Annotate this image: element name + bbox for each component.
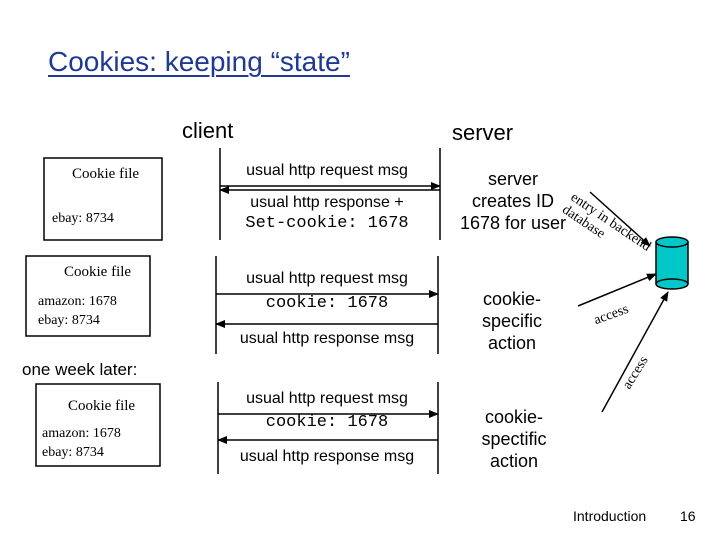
cookie-file-2-title: Cookie file <box>64 264 132 280</box>
one-week-later-label: one week later: <box>22 360 138 379</box>
cookie-file-1-line-1: ebay: 8734 <box>52 211 114 226</box>
cookie-file-2-line-1: amazon: 1678 <box>38 294 117 309</box>
slide-title: Cookies: keeping “state” <box>48 46 350 77</box>
cookie-file-1-title: Cookie file <box>72 166 140 182</box>
client-header: client <box>182 118 234 143</box>
cookie-file-2-line-2: ebay: 8734 <box>38 313 100 328</box>
cookie-specific-action-2: cookie- spectific action <box>466 406 562 472</box>
msg-request-1: usual http request msg <box>246 162 408 179</box>
server-header: server <box>452 120 514 145</box>
action-2-line-1: cookie- <box>484 407 544 427</box>
action-1-line-2: specific <box>481 311 543 331</box>
action-1-line-3: action <box>487 333 537 353</box>
server-creates-id-note: server creates ID 1678 for user <box>448 168 578 234</box>
footer-page-number: 16 <box>680 508 696 524</box>
footer-section: Introduction <box>573 508 647 524</box>
msg-response-3: usual http response msg <box>239 448 415 465</box>
cookie-file-3-title: Cookie file <box>68 398 136 414</box>
server-creates-id-line-1: server <box>487 169 538 189</box>
action-1-line-1: cookie- <box>482 289 542 309</box>
msg-response-1-line-2: Set-cookie: 1678 <box>245 214 409 233</box>
msg-request-3-line-2: cookie: 1678 <box>265 413 389 432</box>
msg-response-1-line-1: usual http response + <box>250 194 404 211</box>
cookie-file-box-3 <box>35 383 161 467</box>
cookie-file-3-line-1: amazon: 1678 <box>42 426 121 441</box>
arrow-to-database <box>589 191 651 247</box>
cookie-file-3-line-2: ebay: 8734 <box>42 445 104 460</box>
action-2-line-3: action <box>489 451 539 471</box>
cookie-file-box-1 <box>43 157 163 241</box>
action-2-line-2: spectific <box>481 429 547 449</box>
msg-request-2-line-2: cookie: 1678 <box>265 294 389 313</box>
msg-request-2-line-1: usual http request msg <box>246 270 408 287</box>
arrow-access-2 <box>601 291 669 413</box>
msg-request-3-line-1: usual http request msg <box>246 390 408 407</box>
server-creates-id-line-2: creates ID <box>471 191 555 211</box>
cookie-specific-action-1: cookie- specific action <box>464 288 560 354</box>
cookie-file-box-2 <box>25 255 151 337</box>
arrow-access-1 <box>577 273 657 307</box>
msg-response-2: usual http response msg <box>239 330 415 347</box>
server-creates-id-line-3: 1678 for user <box>459 213 567 233</box>
